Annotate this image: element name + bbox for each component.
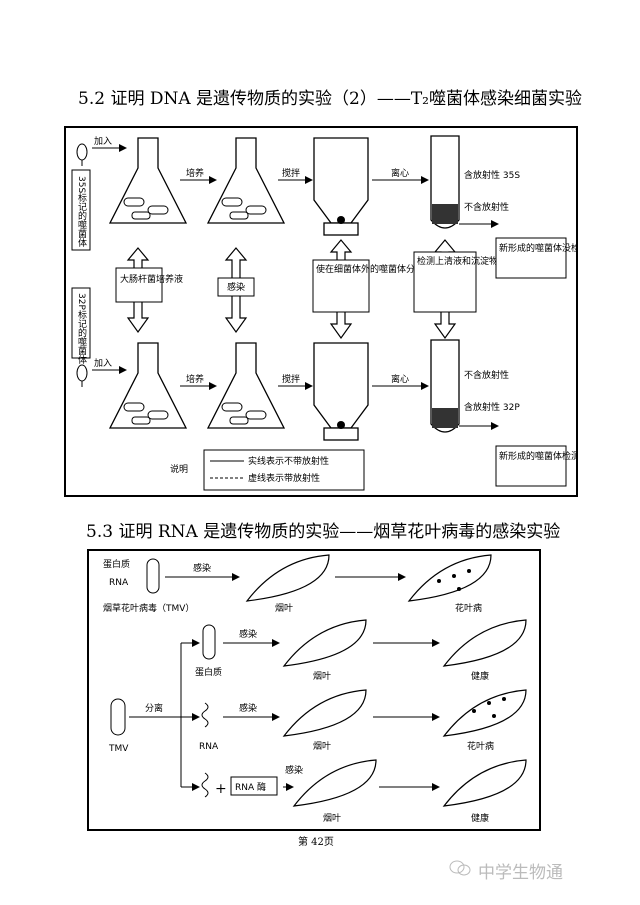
protein-capsule-icon: [202, 624, 216, 660]
legend-title: 说明: [170, 463, 188, 475]
top-supernatant-label: 含放射性 35S: [464, 169, 520, 181]
healthy-label: 健康: [471, 812, 489, 824]
section-title-rna: 5.3 证明 RNA 是遗传物质的实验——烟草花叶病毒的感染实验: [86, 522, 561, 542]
infect-label: 感染: [227, 281, 245, 293]
top-pellet-label: 不含放射性: [464, 201, 509, 213]
plus-sign: +: [215, 781, 227, 797]
mosaic-label: 花叶病: [455, 602, 482, 614]
rna-label-2: RNA: [199, 742, 219, 752]
rna-strand-icon: [201, 702, 209, 728]
centrifuge-label: 离心: [391, 167, 409, 179]
tmv-label: TMV: [108, 744, 129, 754]
bottom-phage-label: 32P标记的噬菌体: [76, 293, 87, 365]
bottom-new-phage-label: 新形成的噬菌体检测到 32P: [499, 450, 576, 462]
rnase-label: RNA 酶: [235, 781, 266, 793]
rna-strand-icon: [201, 772, 209, 798]
protein-label-2: 蛋白质: [195, 666, 222, 678]
legend-dashed: 虚线表示带放射性: [248, 472, 320, 484]
bottom-pellet-label: 含放射性 32P: [464, 401, 520, 413]
tmv-virus-icon: [110, 698, 126, 736]
tmv-diagram: 蛋白质 RNA 感染 烟草花叶病毒（TMV） 烟叶 花叶病 TMV 分离: [103, 554, 527, 824]
add-label: 加入: [94, 358, 112, 369]
page-number: 第 42页: [298, 837, 334, 848]
culture-label: 培养: [186, 373, 204, 385]
add-label: 加入: [94, 136, 112, 147]
infect-label: 感染: [239, 702, 257, 714]
phage-experiment-figure: 35S标记的噬菌体 32P标记的噬菌体: [64, 126, 578, 497]
legend-solid: 实线表示不带放射性: [248, 455, 329, 467]
separate-label: 分离: [145, 702, 163, 714]
stir-label: 搅拌: [282, 167, 300, 179]
top-phage-label: 35S标记的噬菌体: [76, 176, 87, 248]
rna-label: RNA: [109, 578, 129, 588]
top-label-box: [71, 169, 91, 251]
tmv-virus-icon: [146, 558, 160, 594]
bottom-supernatant-label: 不含放射性: [464, 369, 509, 381]
top-new-phage-label: 新形成的噬菌体没检测到 35S: [499, 242, 576, 254]
tmv-experiment-figure: 蛋白质 RNA 感染 烟草花叶病毒（TMV） 烟叶 花叶病 TMV 分离: [87, 549, 541, 831]
infect-label: 感染: [285, 764, 303, 776]
tobacco-leaf-icon: [245, 554, 527, 807]
watermark: 中学生物通: [478, 863, 563, 883]
blender-icon: [313, 137, 369, 441]
protein-label: 蛋白质: [103, 558, 130, 570]
leaf-label: 烟叶: [275, 602, 293, 614]
infect-label: 感染: [239, 628, 257, 640]
stir-label: 搅拌: [282, 373, 300, 385]
infect-label: 感染: [193, 562, 211, 574]
phage-icon: [76, 364, 88, 387]
section-title-dna: 5.2 证明 DNA 是遗传物质的实验（2）——T₂噬菌体感染细菌实验: [78, 89, 582, 109]
culture-label: 培养: [186, 167, 204, 179]
phage-icon: [76, 143, 88, 166]
leaf-label: 烟叶: [323, 812, 341, 824]
separate-label: 使在细菌体外的噬菌体分离: [316, 263, 424, 275]
leaf-label: 烟叶: [313, 670, 331, 682]
centrifuge-label: 离心: [391, 373, 409, 385]
healthy-label: 健康: [471, 670, 489, 682]
phage-diagram: 35S标记的噬菌体 32P标记的噬菌体: [71, 135, 576, 491]
tmv-full-label: 烟草花叶病毒（TMV）: [103, 602, 194, 614]
chat-bubble-icon: [449, 860, 471, 876]
mosaic-label: 花叶病: [467, 740, 494, 752]
leaf-label: 烟叶: [313, 740, 331, 752]
ecoli-culture-label: 大肠杆菌培养液: [120, 273, 183, 285]
